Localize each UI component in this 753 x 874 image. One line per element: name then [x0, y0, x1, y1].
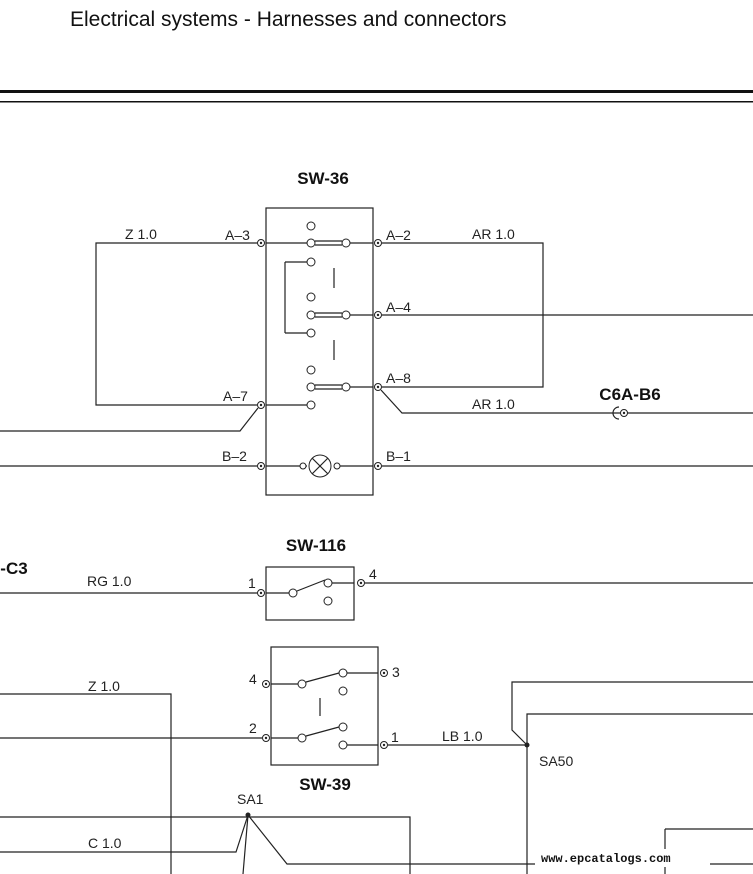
pin-b1: B–1 — [386, 448, 411, 464]
sw116-label: SW-116 — [286, 536, 346, 555]
c3-partial-label: -C3 — [0, 559, 27, 578]
sa1-label: SA1 — [237, 791, 264, 807]
header-rule-thin — [0, 101, 753, 103]
pin-a4: A–4 — [386, 299, 411, 315]
sw36-terminals — [257, 239, 382, 470]
pin-a7: A–7 — [223, 388, 248, 404]
sw39-pin-3: 3 — [392, 664, 400, 680]
sw39-pin-2: 2 — [249, 720, 257, 736]
wire-lb: LB 1.0 — [442, 728, 483, 744]
sw36-label: SW-36 — [297, 169, 349, 188]
sw116-pin-4: 4 — [369, 566, 377, 582]
sw39-pin-1: 1 — [391, 729, 399, 745]
sw39-pin-4: 4 — [249, 671, 257, 687]
sa50-label: SA50 — [539, 753, 573, 769]
lower-wires — [0, 681, 753, 874]
sw116-contacts — [266, 578, 354, 606]
wire-z-top: Z 1.0 — [125, 226, 157, 242]
sw36-wires — [0, 242, 753, 467]
wire-rg: RG 1.0 — [87, 573, 132, 589]
page-title: Electrical systems - Harnesses and conne… — [70, 8, 507, 31]
pin-a3: A–3 — [225, 227, 250, 243]
pin-b2: B–2 — [222, 448, 247, 464]
wire-ar-top: AR 1.0 — [472, 226, 515, 242]
c6a-b6-connector-icon — [612, 406, 628, 420]
sw39-contacts — [271, 668, 378, 750]
sw39-label: SW-39 — [299, 775, 351, 794]
c6a-b6-label: C6A-B6 — [599, 385, 660, 404]
sa1-splice-icon — [245, 812, 251, 818]
watermark-bg — [535, 849, 710, 867]
wire-c: C 1.0 — [88, 835, 122, 851]
header-rule-thick — [0, 90, 753, 93]
sa50-splice-icon — [524, 742, 530, 748]
pin-a8: A–8 — [386, 370, 411, 386]
wire-z-mid: Z 1.0 — [88, 678, 120, 694]
sw36-housing — [265, 207, 374, 496]
watermark: www.epcatalogs.com — [541, 852, 671, 866]
sw36-contacts — [266, 221, 373, 478]
sw39-housing — [270, 646, 379, 766]
wire-ar-mid: AR 1.0 — [472, 396, 515, 412]
sw116-pin-1: 1 — [248, 575, 256, 591]
pin-a2: A–2 — [386, 227, 411, 243]
